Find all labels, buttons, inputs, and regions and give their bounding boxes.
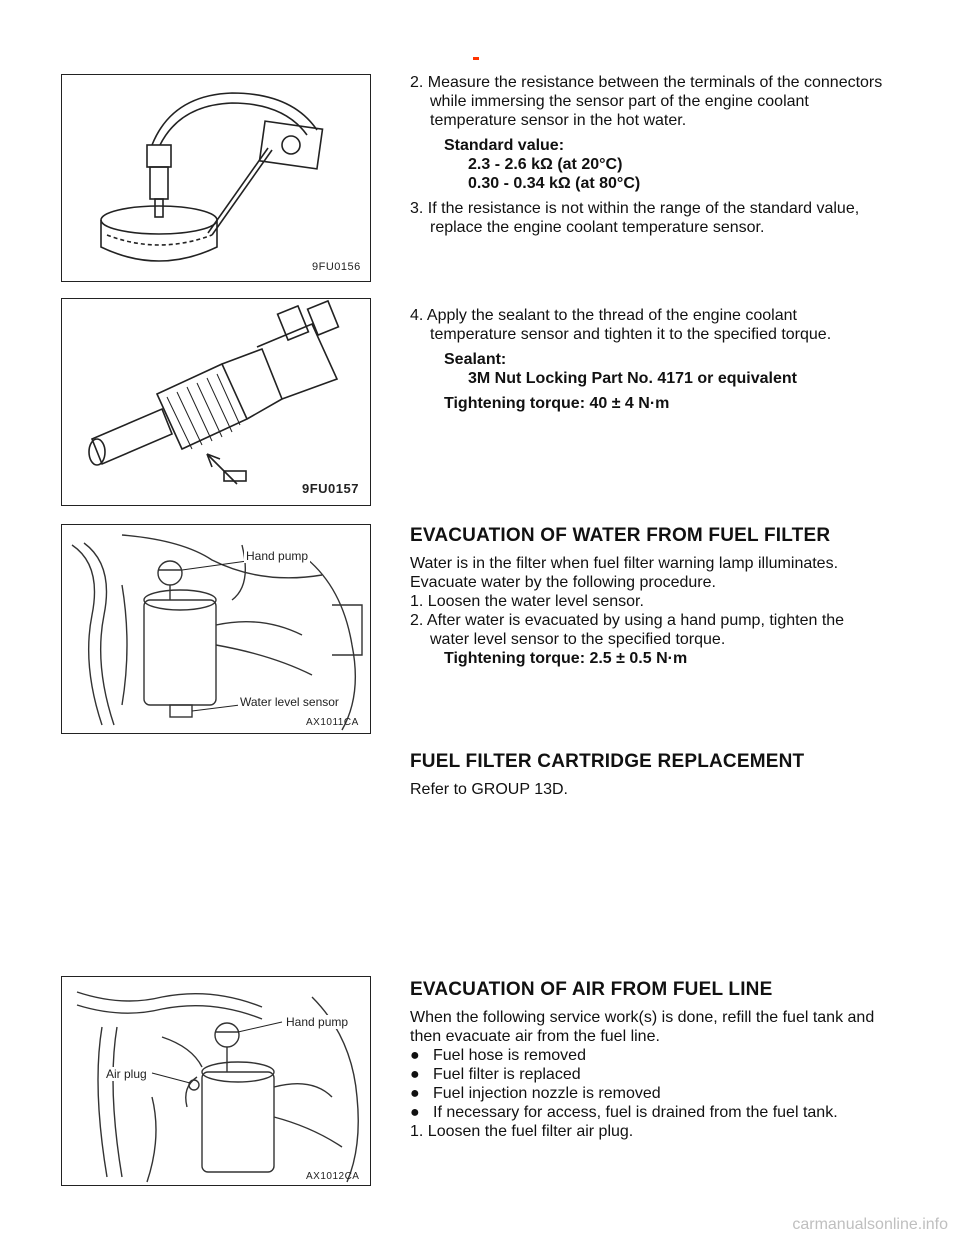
sensor-in-water-illustration	[100, 92, 324, 262]
water-level-sensor-callout: Water level sensor	[238, 695, 341, 709]
standard-value-line-1: 2.3 - 2.6 kΩ (at 20°C)	[468, 156, 623, 173]
section-water-evacuation: EVACUATION OF WATER FROM FUEL FILTER Wat…	[410, 524, 884, 668]
tightening-torque: Tightening torque: 2.5 ± 0.5 N·m	[444, 650, 688, 667]
section-sealant: 4. Apply the sealant to the thread of th…	[410, 306, 884, 413]
figure-code: AX1011CA	[306, 717, 359, 728]
section-heading: EVACUATION OF AIR FROM FUEL LINE	[410, 979, 773, 1000]
sensor-sealant-illustration	[88, 299, 340, 485]
standard-value-label: Standard value:	[444, 137, 565, 154]
section-cartridge-replacement: FUEL FILTER CARTRIDGE REPLACEMENT Refer …	[410, 750, 884, 799]
reference-text: Refer to GROUP 13D.	[410, 781, 568, 798]
bullet-item: ● If necessary for access, fuel is drain…	[410, 1104, 838, 1121]
bullet-dot-icon: ●	[410, 1085, 433, 1102]
bullet-dot-icon: ●	[410, 1066, 433, 1083]
air-plug-callout: Air plug	[104, 1067, 149, 1081]
sealant-value: 3M Nut Locking Part No. 4171 or equivale…	[468, 370, 797, 387]
figure-coolant-sensor-in-water: 9FU0156	[61, 74, 371, 282]
hand-pump-callout: Hand pump	[244, 549, 311, 563]
step-3-text: 3. If the resistance is not within the r…	[410, 200, 860, 236]
intro-text: Water is in the filter when fuel filter …	[410, 555, 839, 591]
bullet-dot-icon: ●	[410, 1104, 433, 1121]
figure-air-evacuation: Hand pump Air plug AX1012CA	[61, 976, 371, 1186]
figure-code: 9FU0157	[302, 481, 359, 496]
fuel-filter-illustration	[71, 534, 363, 731]
bullet-dot-icon: ●	[410, 1047, 433, 1064]
figure-code: 9FU0156	[312, 261, 361, 273]
step-2-text: 2. After water is evacuated by using a h…	[410, 612, 845, 648]
figure-sensor-sealant: 9FU0157	[61, 298, 371, 506]
section-air-evacuation: EVACUATION OF AIR FROM FUEL LINE When th…	[410, 978, 884, 1141]
step-4-text: 4. Apply the sealant to the thread of th…	[410, 307, 832, 343]
sealant-label: Sealant:	[444, 351, 507, 368]
red-mark	[473, 57, 479, 60]
standard-value-line-2: 0.30 - 0.34 kΩ (at 80°C)	[468, 175, 641, 192]
intro-text: When the following service work(s) is do…	[410, 1009, 875, 1045]
bullet-item: ● Fuel injection nozzle is removed	[410, 1085, 661, 1102]
tightening-torque: Tightening torque: 40 ± 4 N·m	[444, 395, 670, 412]
section-heading: FUEL FILTER CARTRIDGE REPLACEMENT	[410, 751, 805, 772]
step-2-text: 2. Measure the resistance between the te…	[410, 74, 883, 129]
bullet-item: ● Fuel filter is replaced	[410, 1066, 581, 1083]
hand-pump-callout: Hand pump	[284, 1015, 351, 1029]
figure-code: AX1012CA	[306, 1171, 360, 1182]
bullet-item: ● Fuel hose is removed	[410, 1047, 586, 1064]
step-1-text: 1. Loosen the water level sensor.	[410, 593, 644, 610]
footer-watermark: carmanualsonline.info	[792, 1216, 948, 1233]
figure-water-evacuation: Hand pump Water level sensor AX1011CA	[61, 524, 371, 734]
fuel-filter-air-plug-illustration	[76, 991, 359, 1183]
step-1-text: 1. Loosen the fuel filter air plug.	[410, 1123, 634, 1140]
section-heading: EVACUATION OF WATER FROM FUEL FILTER	[410, 525, 831, 546]
section-resistance-check: 2. Measure the resistance between the te…	[410, 73, 884, 237]
